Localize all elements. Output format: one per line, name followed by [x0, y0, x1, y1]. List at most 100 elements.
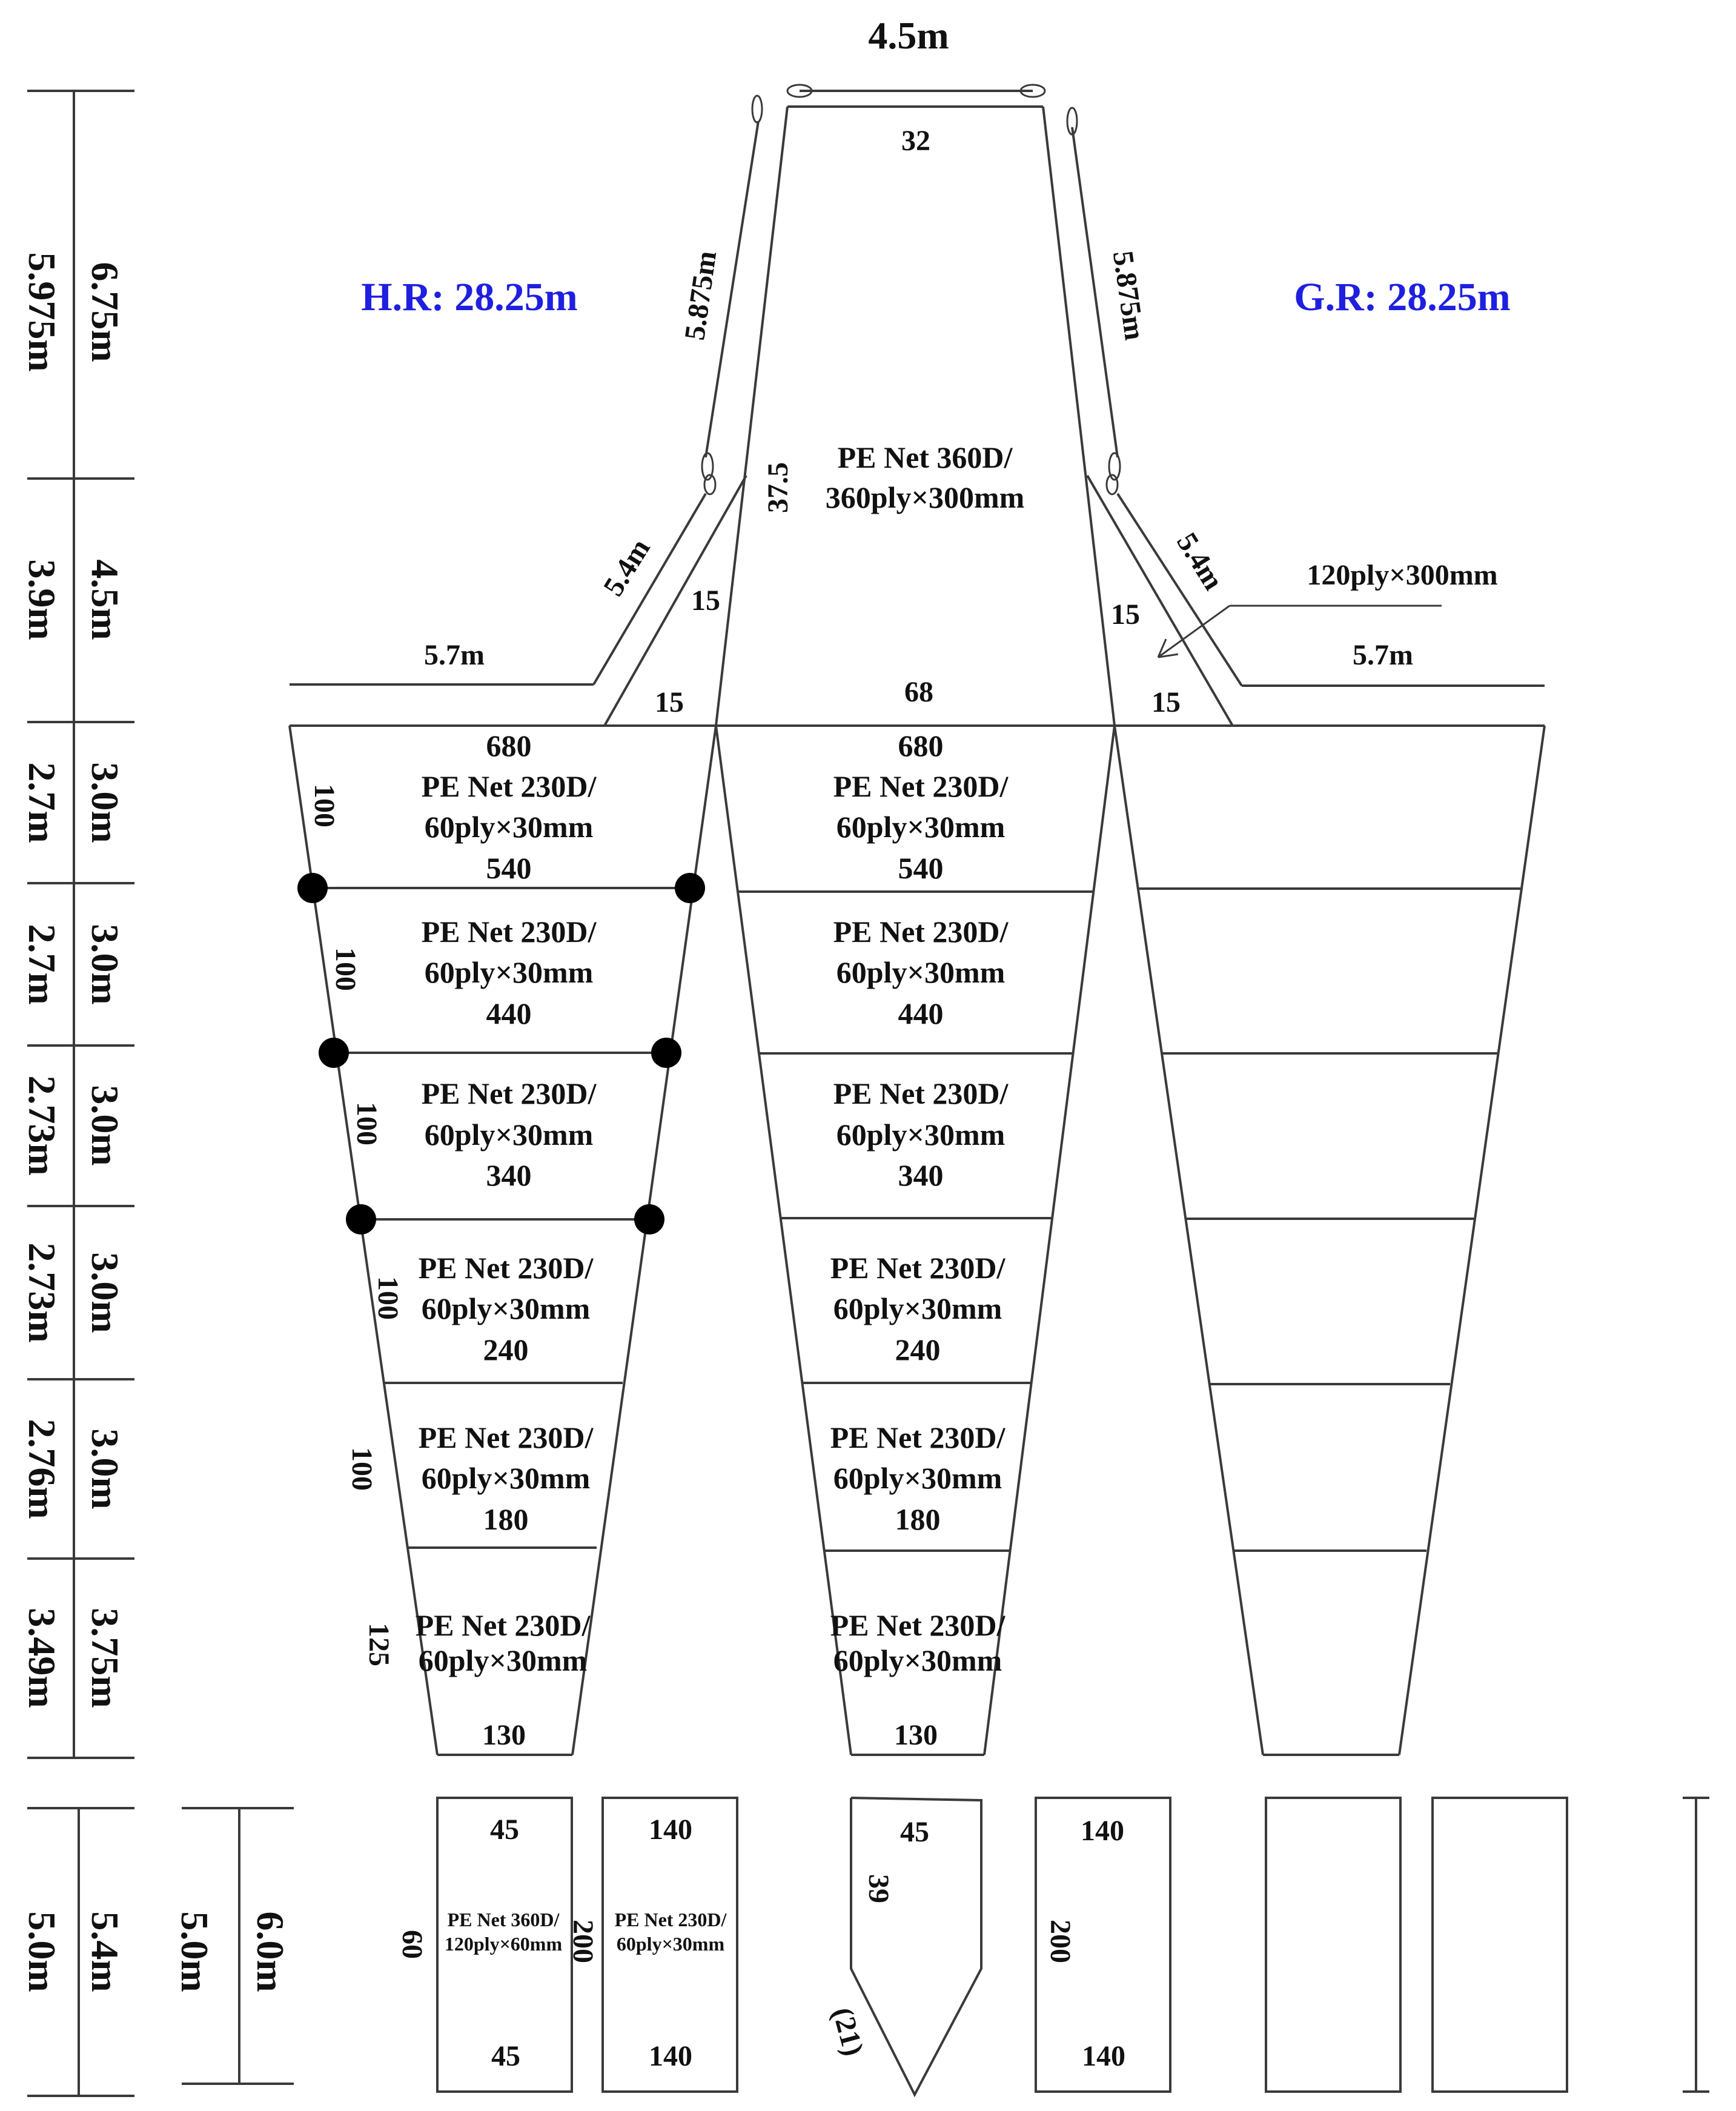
- left-section-5: 100 PE Net 230D/ 60ply×30mm 180: [346, 1420, 594, 1536]
- top-mesh-count: 32: [901, 125, 930, 157]
- left-section-1-bottom: 540: [486, 851, 532, 885]
- wing-left-mid-count: 15: [691, 585, 720, 617]
- dim-inner-3: 3.0m: [84, 762, 127, 843]
- codend-box-1-top: 45: [490, 1814, 519, 1846]
- dim-outer-4: 2.7m: [21, 924, 64, 1004]
- left-section-1-line1: PE Net 230D/: [422, 769, 597, 803]
- mid-section-5: PE Net 230D/ 60ply×30mm 180: [830, 1420, 1006, 1536]
- codend-box-4-top: 140: [1081, 1815, 1124, 1847]
- dim-outer-8: 3.49m: [21, 1608, 64, 1708]
- rope-right-length: 5.7m: [1353, 639, 1413, 671]
- dim-outer-5: 2.73m: [21, 1075, 64, 1175]
- left-section-3-line2: 60ply×30mm: [425, 1118, 594, 1152]
- codend-box-1: 45 60 PE Net 360D/ 120ply×60mm 45: [396, 1814, 562, 2072]
- top-width-label: 4.5m: [868, 14, 949, 57]
- codend-box-2-side: 200: [567, 1920, 599, 1963]
- left-section-2-bottom: 440: [486, 996, 532, 1030]
- left-section-3-line1: PE Net 230D/: [422, 1076, 597, 1110]
- codend-box-2-line1: PE Net 230D/: [615, 1909, 727, 1930]
- left-section-4-line1: PE Net 230D/: [419, 1251, 594, 1285]
- left-section-4-bottom: 240: [483, 1333, 529, 1367]
- wing-right-bottom-count: 15: [1151, 686, 1181, 718]
- mid-section-3-bottom: 340: [898, 1158, 944, 1192]
- left-section-6-line2: 60ply×30mm: [419, 1643, 588, 1677]
- codend-box-1-line2: 120ply×60mm: [445, 1933, 563, 1955]
- codend-box-4-side: 200: [1044, 1920, 1076, 1963]
- wing-left-bottom-count: 15: [655, 686, 684, 718]
- left-section-3-bottom: 340: [486, 1158, 532, 1192]
- mid-section-6-line1: PE Net 230D/: [830, 1608, 1006, 1642]
- left-section-2: 100 PE Net 230D/ 60ply×30mm 440: [330, 915, 597, 1030]
- left-section-5-line2: 60ply×30mm: [422, 1461, 591, 1495]
- joint-dots: [297, 873, 705, 1234]
- mid-section-4-line2: 60ply×30mm: [833, 1291, 1002, 1325]
- wing-right-mid-count: 15: [1111, 598, 1140, 631]
- dim-outer-6: 2.73m: [21, 1242, 64, 1342]
- codend-box-3-side: 39: [863, 1874, 895, 1903]
- dim-outer-7: 2.76m: [21, 1419, 64, 1519]
- mid-top-count: 680: [898, 729, 944, 763]
- dim-inner-4: 3.0m: [84, 924, 127, 1004]
- codend-box-1-side: 60: [396, 1930, 428, 1959]
- dim-inner-6: 3.0m: [84, 1252, 127, 1333]
- left-section-6: 125 PE Net 230D/ 60ply×30mm 130: [363, 1608, 591, 1751]
- top-net-outline: [290, 84, 1545, 727]
- mid-section-5-bottom: 180: [895, 1502, 941, 1536]
- left-section-6-bottom: 130: [482, 1719, 526, 1751]
- mid-section-2-line1: PE Net 230D/: [833, 915, 1009, 949]
- codend-box-2: 140 200 PE Net 230D/ 60ply×30mm 140: [567, 1814, 727, 2072]
- left-section-4-side: 100: [372, 1276, 404, 1320]
- rope-left-length: 5.7m: [424, 639, 485, 671]
- codend-box-3-tip: (21): [826, 2004, 870, 2060]
- dim-outer-3: 2.7m: [21, 762, 64, 843]
- mid-section-4: PE Net 230D/ 60ply×30mm 240: [830, 1251, 1006, 1367]
- body-outlines: [288, 724, 1546, 1756]
- mid-section-5-line2: 60ply×30mm: [833, 1461, 1002, 1495]
- left-section-6-side: 125: [363, 1623, 395, 1666]
- dim-inner-5: 3.0m: [84, 1085, 127, 1165]
- mid-section-4-line1: PE Net 230D/: [830, 1251, 1006, 1285]
- left-section-2-line1: PE Net 230D/: [422, 915, 597, 949]
- left-section-5-bottom: 180: [483, 1502, 529, 1536]
- left-section-4: 100 PE Net 230D/ 60ply×30mm 240: [372, 1251, 594, 1367]
- codend-box-2-line2: 60ply×30mm: [617, 1933, 725, 1955]
- dim-outer-2: 3.9m: [21, 559, 64, 640]
- top-net-bottom-count: 68: [904, 676, 933, 708]
- codend-box-4-bottom: 140: [1082, 2040, 1125, 2072]
- dim-inner-9: 5.4m: [84, 1911, 127, 1992]
- codend-dim-inner: 6.0m: [249, 1911, 292, 1992]
- dim-inner-7: 3.0m: [84, 1428, 127, 1509]
- mid-section-1: PE Net 230D/ 60ply×30mm 540: [833, 769, 1009, 885]
- left-section-1-side: 100: [308, 784, 340, 827]
- mid-section-1-bottom: 540: [898, 851, 944, 885]
- dim-inner-8: 3.75m: [84, 1608, 127, 1708]
- wing-lower-right-label: 5.4m: [1170, 527, 1230, 595]
- mid-section-5-line1: PE Net 230D/: [830, 1420, 1006, 1454]
- top-net-label-line1: PE Net 360D/: [838, 440, 1013, 474]
- mid-section-1-line2: 60ply×30mm: [837, 810, 1005, 844]
- left-section-4-line2: 60ply×30mm: [422, 1291, 591, 1325]
- left-section-3-side: 100: [351, 1102, 383, 1145]
- codend-box-3-top: 45: [900, 1816, 929, 1848]
- left-section-2-line2: 60ply×30mm: [425, 955, 594, 989]
- mid-section-3-line1: PE Net 230D/: [833, 1076, 1009, 1110]
- codend-dim-outer: 5.0m: [173, 1911, 216, 1992]
- mid-section-4-bottom: 240: [895, 1333, 941, 1367]
- wing-length-left: 5.875m: [678, 249, 723, 342]
- mid-section-6: PE Net 230D/ 60ply×30mm 130: [830, 1608, 1006, 1751]
- codend-box-2-bottom: 140: [649, 2040, 692, 2072]
- mid-section-2: PE Net 230D/ 60ply×30mm 440: [833, 915, 1009, 1030]
- codend-box-2-top: 140: [649, 1814, 692, 1846]
- left-top-count: 680: [486, 729, 532, 763]
- left-section-6-line1: PE Net 230D/: [416, 1608, 591, 1642]
- right-note: 120ply×300mm: [1307, 559, 1497, 591]
- mid-section-3: PE Net 230D/ 60ply×30mm 340: [833, 1076, 1009, 1192]
- left-dimension-scale: [27, 90, 294, 2097]
- headrope-length-label: H.R: 28.25m: [361, 275, 577, 319]
- dim-outer-1: 5.975m: [21, 252, 64, 371]
- left-section-5-side: 100: [346, 1447, 378, 1491]
- top-net-label-line2: 360ply×300mm: [826, 480, 1025, 514]
- mid-section-1-line1: PE Net 230D/: [833, 769, 1009, 803]
- codend-box-4: 140 200 140: [1044, 1815, 1125, 2072]
